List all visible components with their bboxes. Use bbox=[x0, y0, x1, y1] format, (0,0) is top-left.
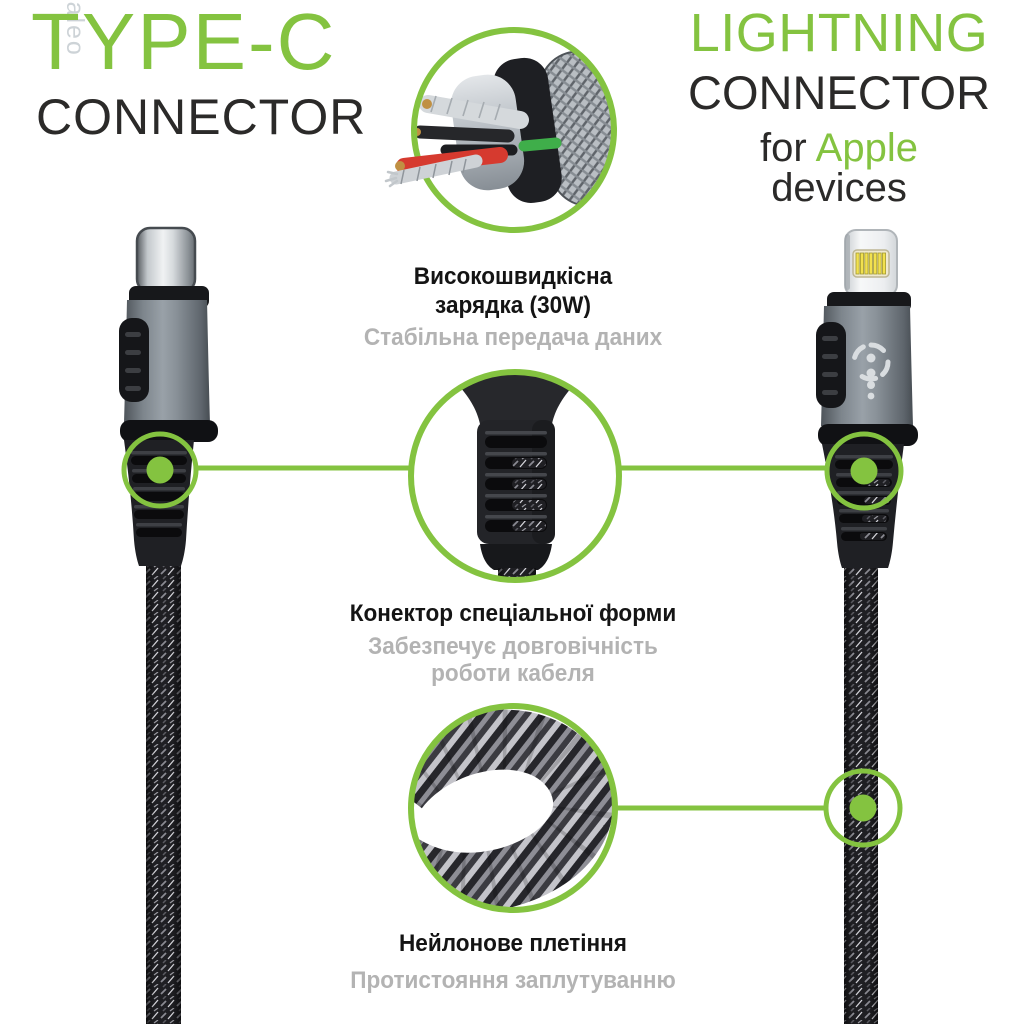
gold-contacts bbox=[852, 249, 890, 278]
feature-braid-title: Нейлонове плетіння bbox=[399, 930, 627, 957]
tagline-suffix: devices bbox=[771, 166, 907, 210]
callout-nylon-braid bbox=[408, 703, 618, 913]
callout-strain-relief bbox=[408, 369, 622, 583]
tagline-brand: Apple bbox=[815, 126, 918, 170]
feature-charging-subtitle: Стабільна передача даних bbox=[363, 324, 663, 351]
lightning-connector bbox=[816, 229, 918, 568]
feature-shape-title: Конектор спеціальної форми bbox=[349, 600, 677, 627]
connector-grip bbox=[816, 322, 846, 408]
callout-ring bbox=[411, 27, 617, 233]
lightning-header: LIGHTNING CONNECTOR for Apple devices bbox=[688, 6, 990, 208]
relief-bottom-collar bbox=[480, 544, 552, 570]
type-c-connector bbox=[119, 226, 218, 566]
feature-charging-title-line2: зарядка (30W) bbox=[435, 292, 591, 319]
feature-nylon-braid: Нейлонове плетіння Протистояння заплутув… bbox=[334, 929, 691, 994]
callout-cable-cross-section bbox=[384, 27, 617, 233]
braided-cable-curve bbox=[411, 709, 614, 910]
tagline-prefix: for bbox=[760, 126, 816, 170]
feature-shape-subtitle-line1: Забезпечує довговічність bbox=[368, 633, 658, 660]
feature-marker-right-top bbox=[824, 431, 904, 511]
right-braided-cable bbox=[844, 552, 878, 1024]
feature-marker-left bbox=[121, 431, 199, 509]
apple-devices-tagline: for Apple devices bbox=[688, 128, 990, 208]
bare-stranded-conductor bbox=[384, 154, 483, 188]
flared-top bbox=[446, 372, 586, 424]
connector-grip bbox=[119, 318, 149, 402]
feature-charging-title-line1: Високошвидкісна bbox=[413, 263, 613, 290]
feature-braid-subtitle: Протистояння заплутуванню bbox=[350, 967, 676, 994]
lightning-subtitle: CONNECTOR bbox=[688, 66, 991, 119]
black-wire-1 bbox=[414, 125, 515, 143]
connector-base-collar bbox=[120, 420, 218, 442]
usb-c-plug-tip bbox=[135, 226, 197, 294]
type-c-title: TYPE-C bbox=[31, 0, 337, 86]
lightning-title: LIGHTNING bbox=[689, 3, 989, 63]
feature-marker-right-bottom bbox=[823, 768, 903, 848]
intaleo-emblem-icon bbox=[851, 342, 891, 400]
silver-stranded-wire-top bbox=[419, 95, 529, 129]
callout-ring bbox=[408, 369, 622, 583]
feature-shape-subtitle-line2: роботи кабеля bbox=[431, 660, 595, 687]
left-braided-cable bbox=[146, 552, 181, 1024]
feature-charging: Високошвидкісна зарядка (30W) Стабільна … bbox=[334, 262, 691, 351]
type-c-subtitle: CONNECTOR bbox=[36, 89, 367, 145]
green-wire bbox=[518, 137, 562, 152]
feature-connector-shape: Конектор спеціальної форми Забезпечує до… bbox=[334, 599, 691, 687]
